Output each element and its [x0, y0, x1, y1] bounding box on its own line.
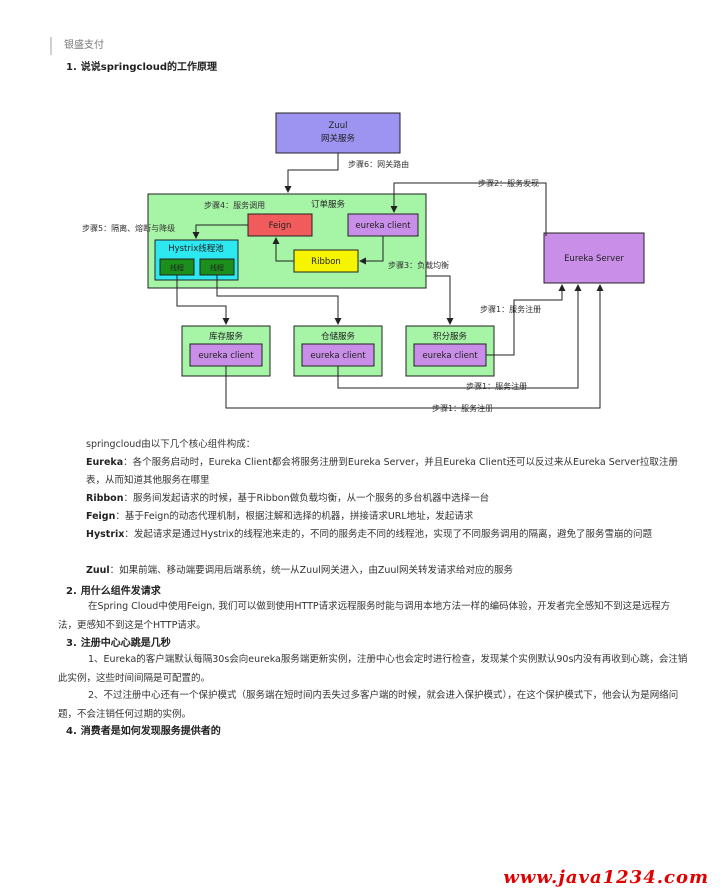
component-name: Eureka: [86, 457, 124, 468]
arrow-feign-to-hystrix: [192, 224, 248, 239]
ribbon-label: Ribbon: [311, 257, 341, 267]
feign-label: Feign: [269, 221, 292, 231]
component-name: Ribbon: [86, 493, 124, 504]
section-title: 用什么组件发请求: [80, 586, 161, 597]
component-zuul: Zuul：如果前端、移动端要调用后端系统，统一从Zuul网关进入，由Zuul网关…: [86, 562, 686, 580]
breadcrumb: 银盛支付: [50, 37, 104, 55]
watermark-link: www.java1234.com: [503, 867, 709, 888]
section-number: 4.: [66, 726, 77, 737]
eureka-client-label: eureka client: [310, 351, 366, 361]
components-intro: springcloud由以下几个核心组件构成：: [86, 439, 256, 450]
component-name: Feign: [86, 511, 116, 522]
component-desc: ：服务间发起请求的时候，基于Ribbon做负载均衡，从一个服务的多台机器中选择一…: [123, 493, 490, 504]
eureka-server-label: Eureka Server: [564, 254, 624, 264]
thread-label-2: 线程: [210, 263, 224, 272]
step1-label-inventory: 步骤1：服务注册: [432, 403, 493, 413]
arrow-gateway-route: [284, 153, 339, 193]
zuul-gateway-box: [275, 112, 401, 154]
section-title: 注册中心心跳是几秒: [80, 638, 171, 649]
step6-label: 步骤6：网关路由: [348, 159, 409, 169]
component-eureka: Eureka：各个服务启动时，Eureka Client都会将服务注册到Eure…: [86, 454, 686, 490]
section-title: 消费者是如何发现服务提供者的: [80, 726, 221, 737]
section-heading-1: 1.说说springcloud的工作原理: [66, 58, 217, 73]
eureka-client-label: eureka client: [422, 351, 478, 361]
step3-label: 步骤3：负载均衡: [388, 260, 449, 270]
eureka-server-box: [543, 232, 645, 284]
warehouse-service-label: 仓储服务: [321, 331, 356, 342]
answer-3-paragraph-2: 2、不过注册中心还有一个保护模式（服务端在短时间内丢失过多客户端的时候，就会进入…: [58, 690, 679, 720]
section-number: 2.: [66, 586, 77, 597]
section-number: 1.: [66, 62, 77, 73]
component-desc: ：如果前端、移动端要调用后端系统，统一从Zuul网关进入，由Zuul网关转发请求…: [109, 565, 514, 576]
arrow-register-warehouse: [337, 284, 582, 389]
step5-label: 步骤5：隔离、熔断与降级: [82, 223, 175, 233]
arrow-order-to-points: [426, 275, 454, 325]
eureka-client-label: eureka client: [198, 351, 254, 361]
component-feign: Feign：基于Feign的动态代理机制，根据注解和选择的机器，拼接请求URL地…: [86, 508, 686, 526]
points-service-label: 积分服务: [433, 331, 468, 342]
component-desc: ：基于Feign的动态代理机制，根据注解和选择的机器，拼接请求URL地址，发起请…: [115, 511, 474, 522]
step1-label-points: 步骤1：服务注册: [480, 304, 541, 314]
answer-3-paragraph-1: 1、Eureka的客户端默认每隔30s会向eureka服务端更新实例，注册中心也…: [58, 654, 688, 684]
arrow-thread-to-warehouse: [216, 275, 342, 325]
component-name: Hystrix: [86, 529, 125, 540]
component-desc: ：发起请求是通过Hystrix的线程池来走的，不同的服务走不同的线程池，实现了不…: [124, 529, 653, 540]
arrow-register-points: [486, 284, 566, 356]
step4-label: 步骤4：服务调用: [204, 200, 265, 210]
arrow-client-to-ribbon: [359, 236, 384, 265]
inventory-service-label: 库存服务: [209, 331, 244, 342]
arrow-register-inventory: [225, 284, 604, 409]
section-number: 3.: [66, 638, 77, 649]
order-service-label: 订单服务: [311, 199, 346, 210]
component-name: Zuul: [86, 565, 110, 576]
thread-label-1: 线程: [170, 263, 184, 272]
component-ribbon: Ribbon：服务间发起请求的时候，基于Ribbon做负载均衡，从一个服务的多台…: [86, 490, 686, 508]
component-hystrix: Hystrix：发起请求是通过Hystrix的线程池来走的，不同的服务走不同的线…: [86, 526, 686, 544]
arrow-service-discovery: [390, 182, 547, 236]
hystrix-pool-label: Hystrix线程池: [168, 243, 224, 254]
eureka-client-label: eureka client: [355, 221, 411, 231]
step2-label: 步骤2：服务发现: [478, 178, 539, 188]
zuul-subtitle: 网关服务: [321, 133, 356, 144]
answer-2-paragraph: 在Spring Cloud中使用Feign, 我们可以做到使用HTTP请求远程服…: [58, 601, 671, 631]
arrow-ribbon-to-feign: [272, 237, 294, 262]
section-title: 说说springcloud的工作原理: [80, 62, 218, 73]
section-heading-2: 2.用什么组件发请求: [66, 582, 161, 597]
step1-label-warehouse: 步骤1：服务注册: [466, 381, 527, 391]
arrow-thread-to-inventory: [176, 275, 230, 325]
section-heading-4: 4.消费者是如何发现服务提供者的: [66, 722, 221, 737]
zuul-label: Zuul: [329, 121, 348, 131]
section-heading-3: 3.注册中心心跳是几秒: [66, 634, 171, 649]
component-desc: ：各个服务启动时，Eureka Client都会将服务注册到Eureka Ser…: [86, 457, 678, 486]
